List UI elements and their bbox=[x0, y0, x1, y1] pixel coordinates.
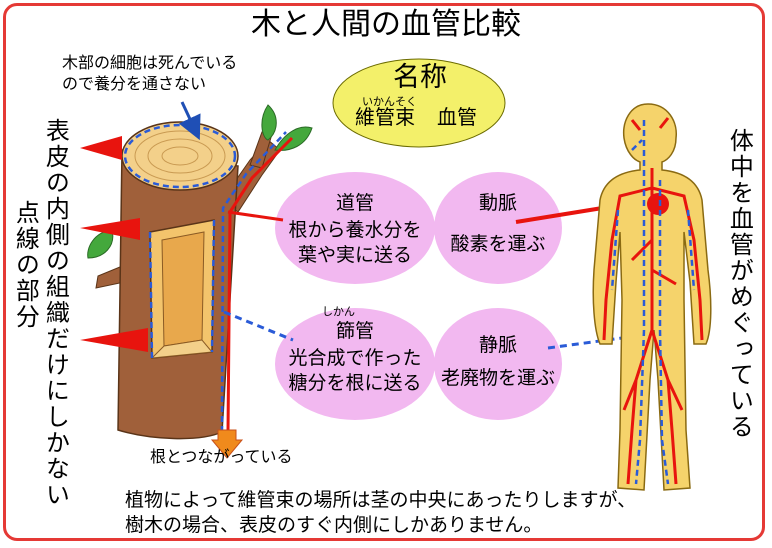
term-plant: 維管束 bbox=[355, 105, 415, 129]
xylem-connector bbox=[227, 210, 284, 222]
myaku-head: 動脈 bbox=[478, 192, 517, 214]
pointer-triangle-top bbox=[80, 136, 122, 160]
jomyaku-body: 老廃物を運ぶ bbox=[398, 366, 598, 391]
note-arrow bbox=[178, 101, 201, 141]
doukan-body-line-2: 葉や実に送る bbox=[297, 243, 412, 266]
bubble-jomyaku bbox=[434, 308, 562, 420]
jomyaku-body-line-1: 老廃物を運ぶ bbox=[440, 367, 555, 389]
myaku-body: 酸素を運ぶ bbox=[398, 232, 598, 257]
doukan-head: 道管 bbox=[335, 192, 374, 214]
root-arrow bbox=[210, 429, 244, 459]
footer-line-2: 樹木の場合、表皮のすぐ内側にしかありません。 bbox=[125, 513, 543, 536]
dead-cell-note: 木部の細胞は死んでいる ので養分を通さない bbox=[62, 53, 238, 96]
bubble-shikan bbox=[275, 308, 435, 420]
name-box-ruby: いかんそく bbox=[362, 95, 417, 108]
pointer-triangle-mid bbox=[80, 218, 140, 240]
name-box-terms: 維管束血管 bbox=[355, 106, 477, 129]
dead-cell-note-line-2: ので養分を通さない bbox=[62, 74, 207, 93]
pointer-triangle-low bbox=[80, 328, 148, 352]
cut-section-inner bbox=[161, 231, 205, 347]
bubble-doukan bbox=[275, 172, 435, 284]
trunk-top-ring bbox=[121, 121, 239, 191]
footer-line-1: 植物によって維管束の場所は茎の中央にあったりしますが、 bbox=[125, 489, 637, 511]
name-box-ellipse bbox=[332, 58, 506, 148]
doukan-body: 根から養水分を 葉や実に送る bbox=[255, 218, 455, 267]
veins bbox=[610, 120, 696, 485]
arteries bbox=[602, 117, 704, 485]
footer-text: 植物によって維管束の場所は茎の中央にあったりしますが、 樹木の場合、表皮のすぐ内… bbox=[125, 488, 636, 537]
phloem-line-blue bbox=[220, 131, 287, 433]
leaf-left bbox=[87, 229, 114, 259]
shikan-body-line-1: 光合成で作った bbox=[288, 347, 422, 369]
cut-section-floor bbox=[150, 339, 213, 359]
shikan-body-line-2: 糖分を根に送る bbox=[288, 371, 422, 394]
top-vessel-ring bbox=[123, 123, 237, 189]
leaf-top bbox=[261, 104, 277, 141]
myaku-body-line-1: 酸素を運ぶ bbox=[450, 233, 546, 255]
shikan-body: 光合成で作った 糖分を根に送る bbox=[255, 346, 455, 395]
name-box-title: 名称 bbox=[393, 62, 447, 93]
left-vertical-text-1: 表皮の内側の組織だけにしかない bbox=[41, 118, 70, 508]
human-body-illustration bbox=[592, 103, 712, 491]
doukan-body-line-1: 根から養水分を bbox=[288, 219, 422, 241]
phloem-connector bbox=[223, 310, 294, 342]
dead-cell-note-line-1: 木部の細胞は死んでいる bbox=[62, 53, 238, 72]
term-human: 血管 bbox=[437, 105, 477, 129]
jomyaku-head: 静脈 bbox=[478, 334, 517, 356]
bubble-myaku bbox=[434, 172, 562, 284]
xylem-line-red bbox=[226, 136, 294, 433]
left-vertical-text-2: 点線の部分 bbox=[11, 200, 40, 330]
heart bbox=[647, 193, 669, 215]
page-title: 木と人間の血管比較 bbox=[251, 7, 521, 42]
right-vertical-text: 体中を血管がめぐっている bbox=[725, 128, 754, 440]
shikan-head: 篩管 bbox=[335, 320, 374, 342]
root-note: 根とつながっている bbox=[150, 447, 293, 466]
red-frame bbox=[3, 3, 765, 541]
tree-illustration bbox=[87, 104, 313, 459]
shikan-ruby: しかん bbox=[322, 305, 355, 318]
